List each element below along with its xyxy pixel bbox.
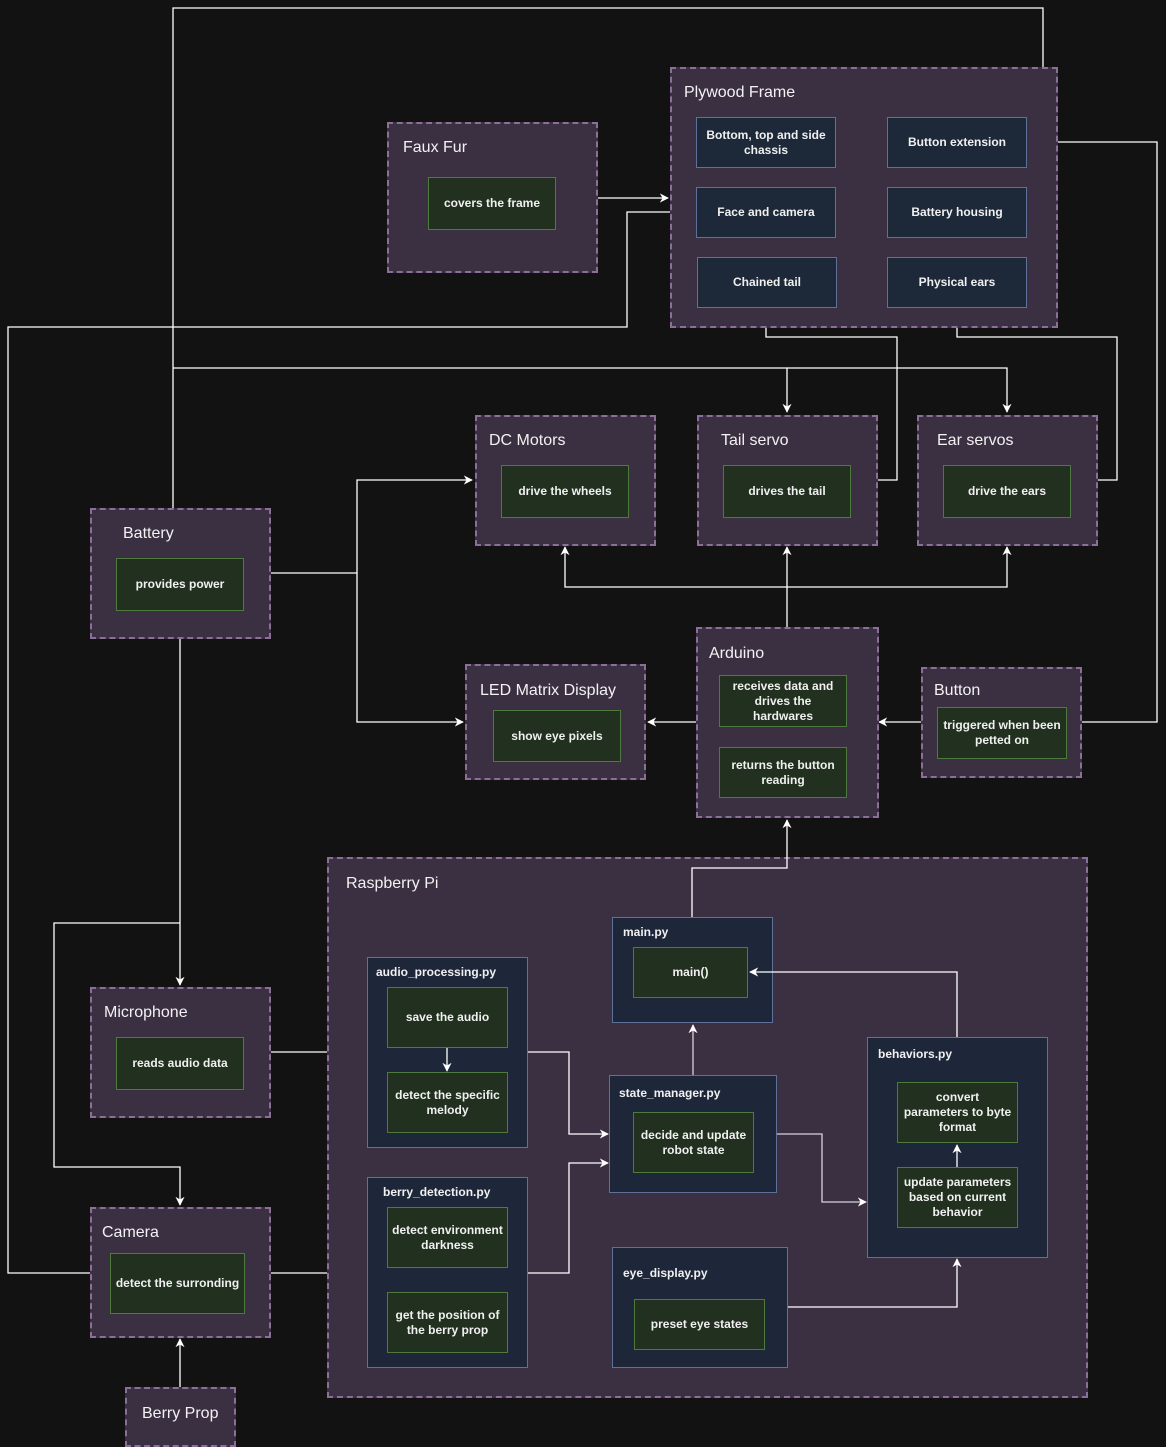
frame-part-button-extension[interactable]: Button extension bbox=[887, 117, 1027, 168]
connector-battery-to-led bbox=[356, 573, 464, 727]
tail-servo-task[interactable]: drives the tail bbox=[723, 465, 851, 518]
group-title: Plywood Frame bbox=[684, 84, 796, 101]
module-title: main.py bbox=[623, 925, 669, 939]
task-update-state[interactable]: decide and update robot state bbox=[633, 1112, 754, 1173]
task-save-audio[interactable]: save the audio bbox=[387, 987, 508, 1048]
task-detect-darkness[interactable]: detect environment darkness bbox=[387, 1207, 508, 1268]
group-title: Battery bbox=[123, 525, 174, 542]
group-title: Button bbox=[934, 682, 981, 699]
group-title: Raspberry Pi bbox=[346, 875, 439, 892]
group-title: DC Motors bbox=[489, 432, 566, 449]
group-title: Faux Fur bbox=[403, 139, 468, 156]
dc-motors-task[interactable]: drive the wheels bbox=[501, 465, 629, 518]
module-title: state_manager.py bbox=[619, 1086, 721, 1100]
frame-part-face-camera[interactable]: Face and camera bbox=[696, 187, 836, 238]
group-title: Camera bbox=[102, 1224, 159, 1241]
connector-battery-to-motors bbox=[271, 475, 473, 574]
task-main-function[interactable]: main() bbox=[633, 947, 748, 998]
battery-task[interactable]: provides power bbox=[116, 558, 244, 611]
module-title: behaviors.py bbox=[878, 1047, 953, 1061]
group-title: LED Matrix Display bbox=[480, 682, 617, 699]
frame-part-physical-ears[interactable]: Physical ears bbox=[887, 257, 1027, 308]
task-convert-bytes[interactable]: convert parameters to byte format bbox=[897, 1082, 1018, 1143]
button-task[interactable]: triggered when been petted on bbox=[937, 707, 1067, 759]
task-preset-eye-states[interactable]: preset eye states bbox=[634, 1299, 765, 1350]
module-title: berry_detection.py bbox=[383, 1185, 491, 1199]
connector-arduino-to-ear-servos bbox=[787, 546, 1012, 588]
connector-arduino-to-motors bbox=[560, 546, 787, 588]
task-update-parameters[interactable]: update parameters based on current behav… bbox=[897, 1167, 1018, 1228]
connector-battery-to-tail-servo bbox=[173, 367, 792, 413]
led-matrix-task[interactable]: show eye pixels bbox=[493, 710, 621, 762]
frame-part-chained-tail[interactable]: Chained tail bbox=[697, 257, 837, 308]
task-detect-melody[interactable]: detect the specific melody bbox=[387, 1072, 508, 1133]
group-title: Arduino bbox=[709, 645, 765, 662]
faux-fur-task[interactable]: covers the frame bbox=[428, 177, 556, 230]
group-title: Tail servo bbox=[721, 432, 789, 449]
berry-prop-group: Berry Prop bbox=[125, 1387, 236, 1447]
frame-part-battery-housing[interactable]: Battery housing bbox=[887, 187, 1027, 238]
camera-task[interactable]: detect the surronding bbox=[110, 1253, 245, 1314]
arduino-task-button-reading[interactable]: returns the button reading bbox=[719, 747, 847, 798]
frame-part-chassis[interactable]: Bottom, top and side chassis bbox=[696, 117, 836, 168]
group-title: Berry Prop bbox=[142, 1405, 219, 1422]
module-title: audio_processing.py bbox=[376, 965, 497, 979]
group-title: Microphone bbox=[104, 1004, 188, 1021]
group-title: Ear servos bbox=[937, 432, 1014, 449]
task-berry-position[interactable]: get the position of the berry prop bbox=[387, 1292, 508, 1353]
module-title: eye_display.py bbox=[623, 1266, 708, 1280]
connector-battery-to-ear-servos bbox=[787, 367, 1012, 413]
microphone-task[interactable]: reads audio data bbox=[116, 1037, 244, 1090]
arduino-task-drive[interactable]: receives data and drives the hardwares bbox=[719, 675, 847, 727]
ear-servos-task[interactable]: drive the ears bbox=[943, 465, 1071, 518]
